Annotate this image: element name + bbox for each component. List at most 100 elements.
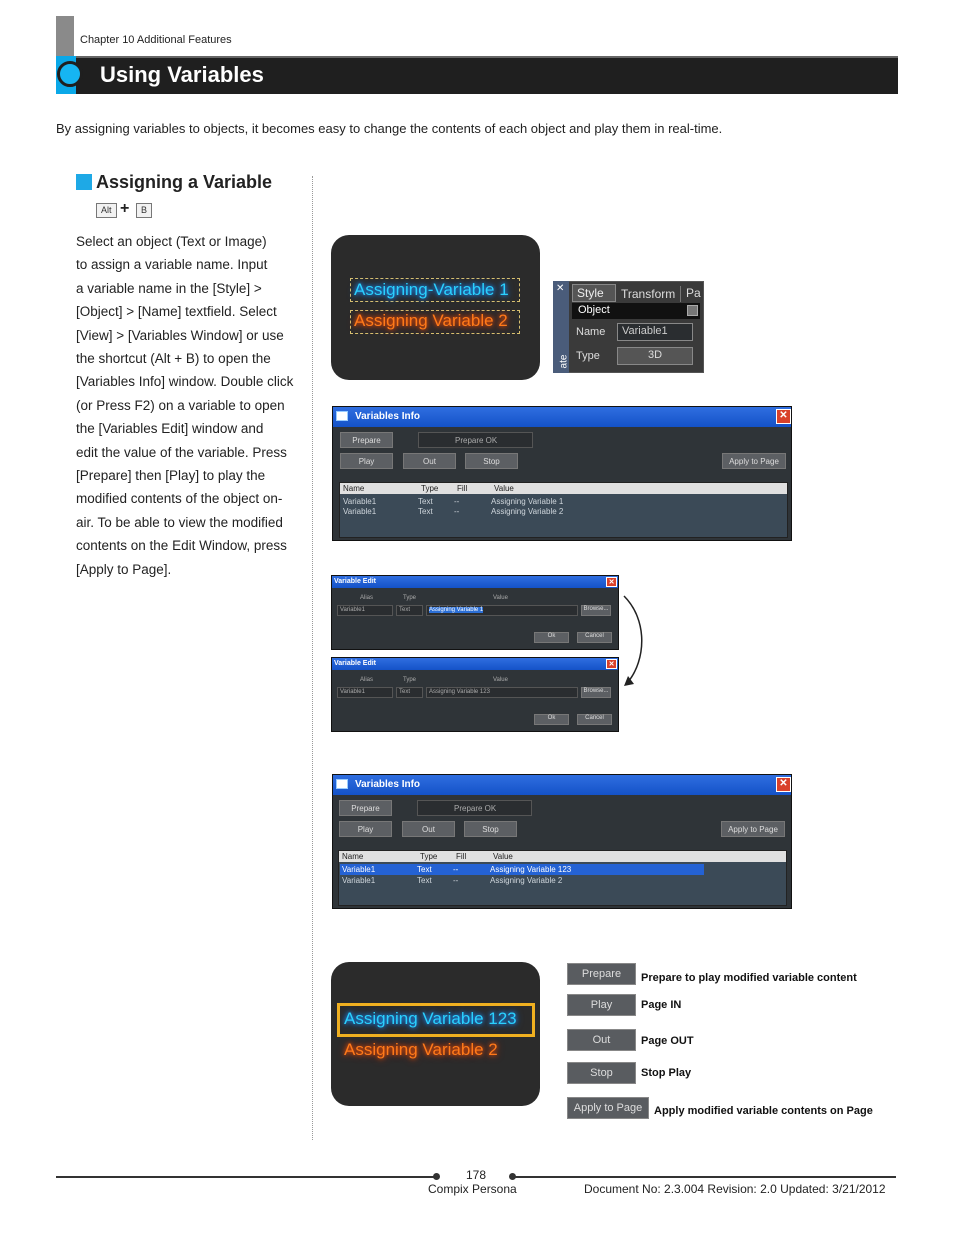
close-button[interactable]: ✕ — [606, 577, 617, 587]
selected-row[interactable] — [340, 864, 704, 875]
cancel-button[interactable]: Cancel — [577, 714, 612, 725]
legend-play-desc: Page IN — [641, 999, 682, 1011]
value-selection: Assigning Variable 1 — [429, 607, 484, 613]
window-icon — [336, 411, 348, 421]
highlight-box — [337, 1003, 535, 1037]
window-icon — [336, 779, 348, 789]
col-fill: Fill — [457, 484, 468, 493]
title-circle-icon — [57, 61, 83, 87]
window-title: Variables Info — [333, 407, 791, 427]
transition-arrow-icon — [623, 595, 643, 686]
chapter-label: Chapter 10 Additional Features — [80, 34, 232, 46]
table-cell: -- — [453, 876, 459, 885]
legend-stop-button[interactable]: Stop — [567, 1062, 636, 1084]
out-button[interactable]: Out — [403, 453, 456, 469]
tab-style[interactable]: Style — [572, 284, 616, 302]
ok-button[interactable]: Ok — [534, 632, 569, 643]
page-title: Using Variables — [100, 62, 264, 87]
table-header — [339, 851, 786, 862]
legend-prepare-button[interactable]: Prepare — [567, 963, 636, 985]
prepare-button[interactable]: Prepare — [339, 800, 392, 816]
object-section-header[interactable]: Object — [572, 303, 700, 319]
table-cell: Variable1 — [342, 865, 376, 874]
browse-button[interactable]: Browse... — [581, 687, 611, 698]
table-cell: Text — [417, 865, 432, 874]
value-field[interactable]: Assigning Variable 1 — [426, 605, 578, 616]
legend-apply-button[interactable]: Apply to Page — [567, 1097, 649, 1119]
col-type: Type — [420, 852, 438, 861]
name-field[interactable]: Variable1 — [617, 323, 693, 341]
table-header — [340, 483, 787, 494]
apply-to-page-button[interactable]: Apply to Page — [722, 453, 786, 469]
footer-rule-left — [56, 1176, 436, 1178]
key-alt: Alt — [96, 203, 117, 218]
footer-rule-right — [512, 1176, 896, 1178]
tab-page[interactable]: Pa — [686, 286, 701, 300]
table-cell: Text — [418, 507, 433, 516]
stop-button[interactable]: Stop — [464, 821, 517, 837]
play-button[interactable]: Play — [340, 453, 393, 469]
stop-button[interactable]: Stop — [465, 453, 518, 469]
close-button[interactable]: ✕ — [776, 409, 791, 424]
col-value: Value — [493, 595, 508, 601]
preview-text-2: Assigning Variable 2 — [344, 1040, 498, 1059]
table-cell: Variable1 — [342, 876, 376, 885]
table-cell: Assigning Variable 123 — [490, 865, 572, 874]
alias-field[interactable]: Variable1 — [337, 687, 393, 698]
section-body: Select an object (Text or Image) to assi… — [76, 234, 294, 577]
prepare-button[interactable]: Prepare — [340, 432, 393, 448]
close-icon[interactable]: ✕ — [556, 283, 565, 294]
preview-text-2: Assigning Variable 2 — [354, 311, 508, 330]
cancel-button[interactable]: Cancel — [577, 632, 612, 643]
table-cell: Variable1 — [343, 507, 377, 516]
type-field[interactable]: Text — [396, 687, 423, 698]
table-cell: -- — [454, 507, 460, 516]
col-value: Value — [493, 677, 508, 683]
type-field[interactable]: 3D — [617, 347, 693, 365]
close-button[interactable]: ✕ — [606, 659, 617, 669]
intro-text: By assigning variables to objects, it be… — [56, 121, 723, 136]
col-fill: Fill — [456, 852, 467, 861]
play-button[interactable]: Play — [339, 821, 392, 837]
status-field: Prepare OK — [417, 800, 532, 816]
name-label: Name — [576, 326, 606, 338]
col-type: Type — [421, 484, 439, 493]
table-cell: -- — [454, 497, 460, 506]
chapter-bar — [56, 16, 74, 56]
col-value: Value — [494, 484, 514, 493]
apply-to-page-button[interactable]: Apply to Page — [721, 821, 785, 837]
alias-field[interactable]: Variable1 — [337, 605, 393, 616]
table-cell: -- — [453, 865, 459, 874]
status-field: Prepare OK — [418, 432, 533, 448]
table-cell: Text — [418, 497, 433, 506]
out-button[interactable]: Out — [402, 821, 455, 837]
shortcut-plus: + — [120, 200, 130, 217]
table-cell: Variable1 — [343, 497, 377, 506]
preview-text-1: Assigning Variable 123 — [344, 1009, 517, 1028]
ok-button[interactable]: Ok — [534, 714, 569, 725]
title-bar — [56, 56, 898, 94]
legend-out-button[interactable]: Out — [567, 1029, 636, 1051]
window-title: Variables Info — [333, 775, 791, 795]
footer-dot — [433, 1173, 440, 1180]
type-field[interactable]: Text — [396, 605, 423, 616]
preview-panel-before — [331, 235, 540, 380]
close-button[interactable]: ✕ — [776, 777, 791, 792]
footer-doc-info: Document No: 2.3.004 Revision: 2.0 Updat… — [584, 1182, 886, 1196]
preview-text-1: Assigning-Variable 1 — [354, 280, 509, 299]
footer-product: Compix Persona — [428, 1182, 517, 1196]
legend-out-desc: Page OUT — [641, 1035, 694, 1047]
browse-button[interactable]: Browse... — [581, 605, 611, 616]
legend-stop-desc: Stop Play — [641, 1067, 692, 1079]
side-label: ate — [558, 354, 570, 369]
col-alias: Alias — [360, 595, 374, 601]
legend-play-button[interactable]: Play — [567, 994, 636, 1016]
value-field[interactable]: Assigning Variable 123 — [426, 687, 578, 698]
tab-transform[interactable]: Transform — [617, 286, 681, 302]
type-label: Type — [576, 350, 600, 362]
table-cell: Assigning Variable 1 — [491, 497, 564, 506]
window-title: Variable Edit — [332, 658, 618, 670]
collapse-icon[interactable] — [687, 305, 698, 316]
legend-prepare-desc: Prepare to play modified variable conten… — [641, 972, 857, 984]
col-value: Value — [493, 852, 513, 861]
